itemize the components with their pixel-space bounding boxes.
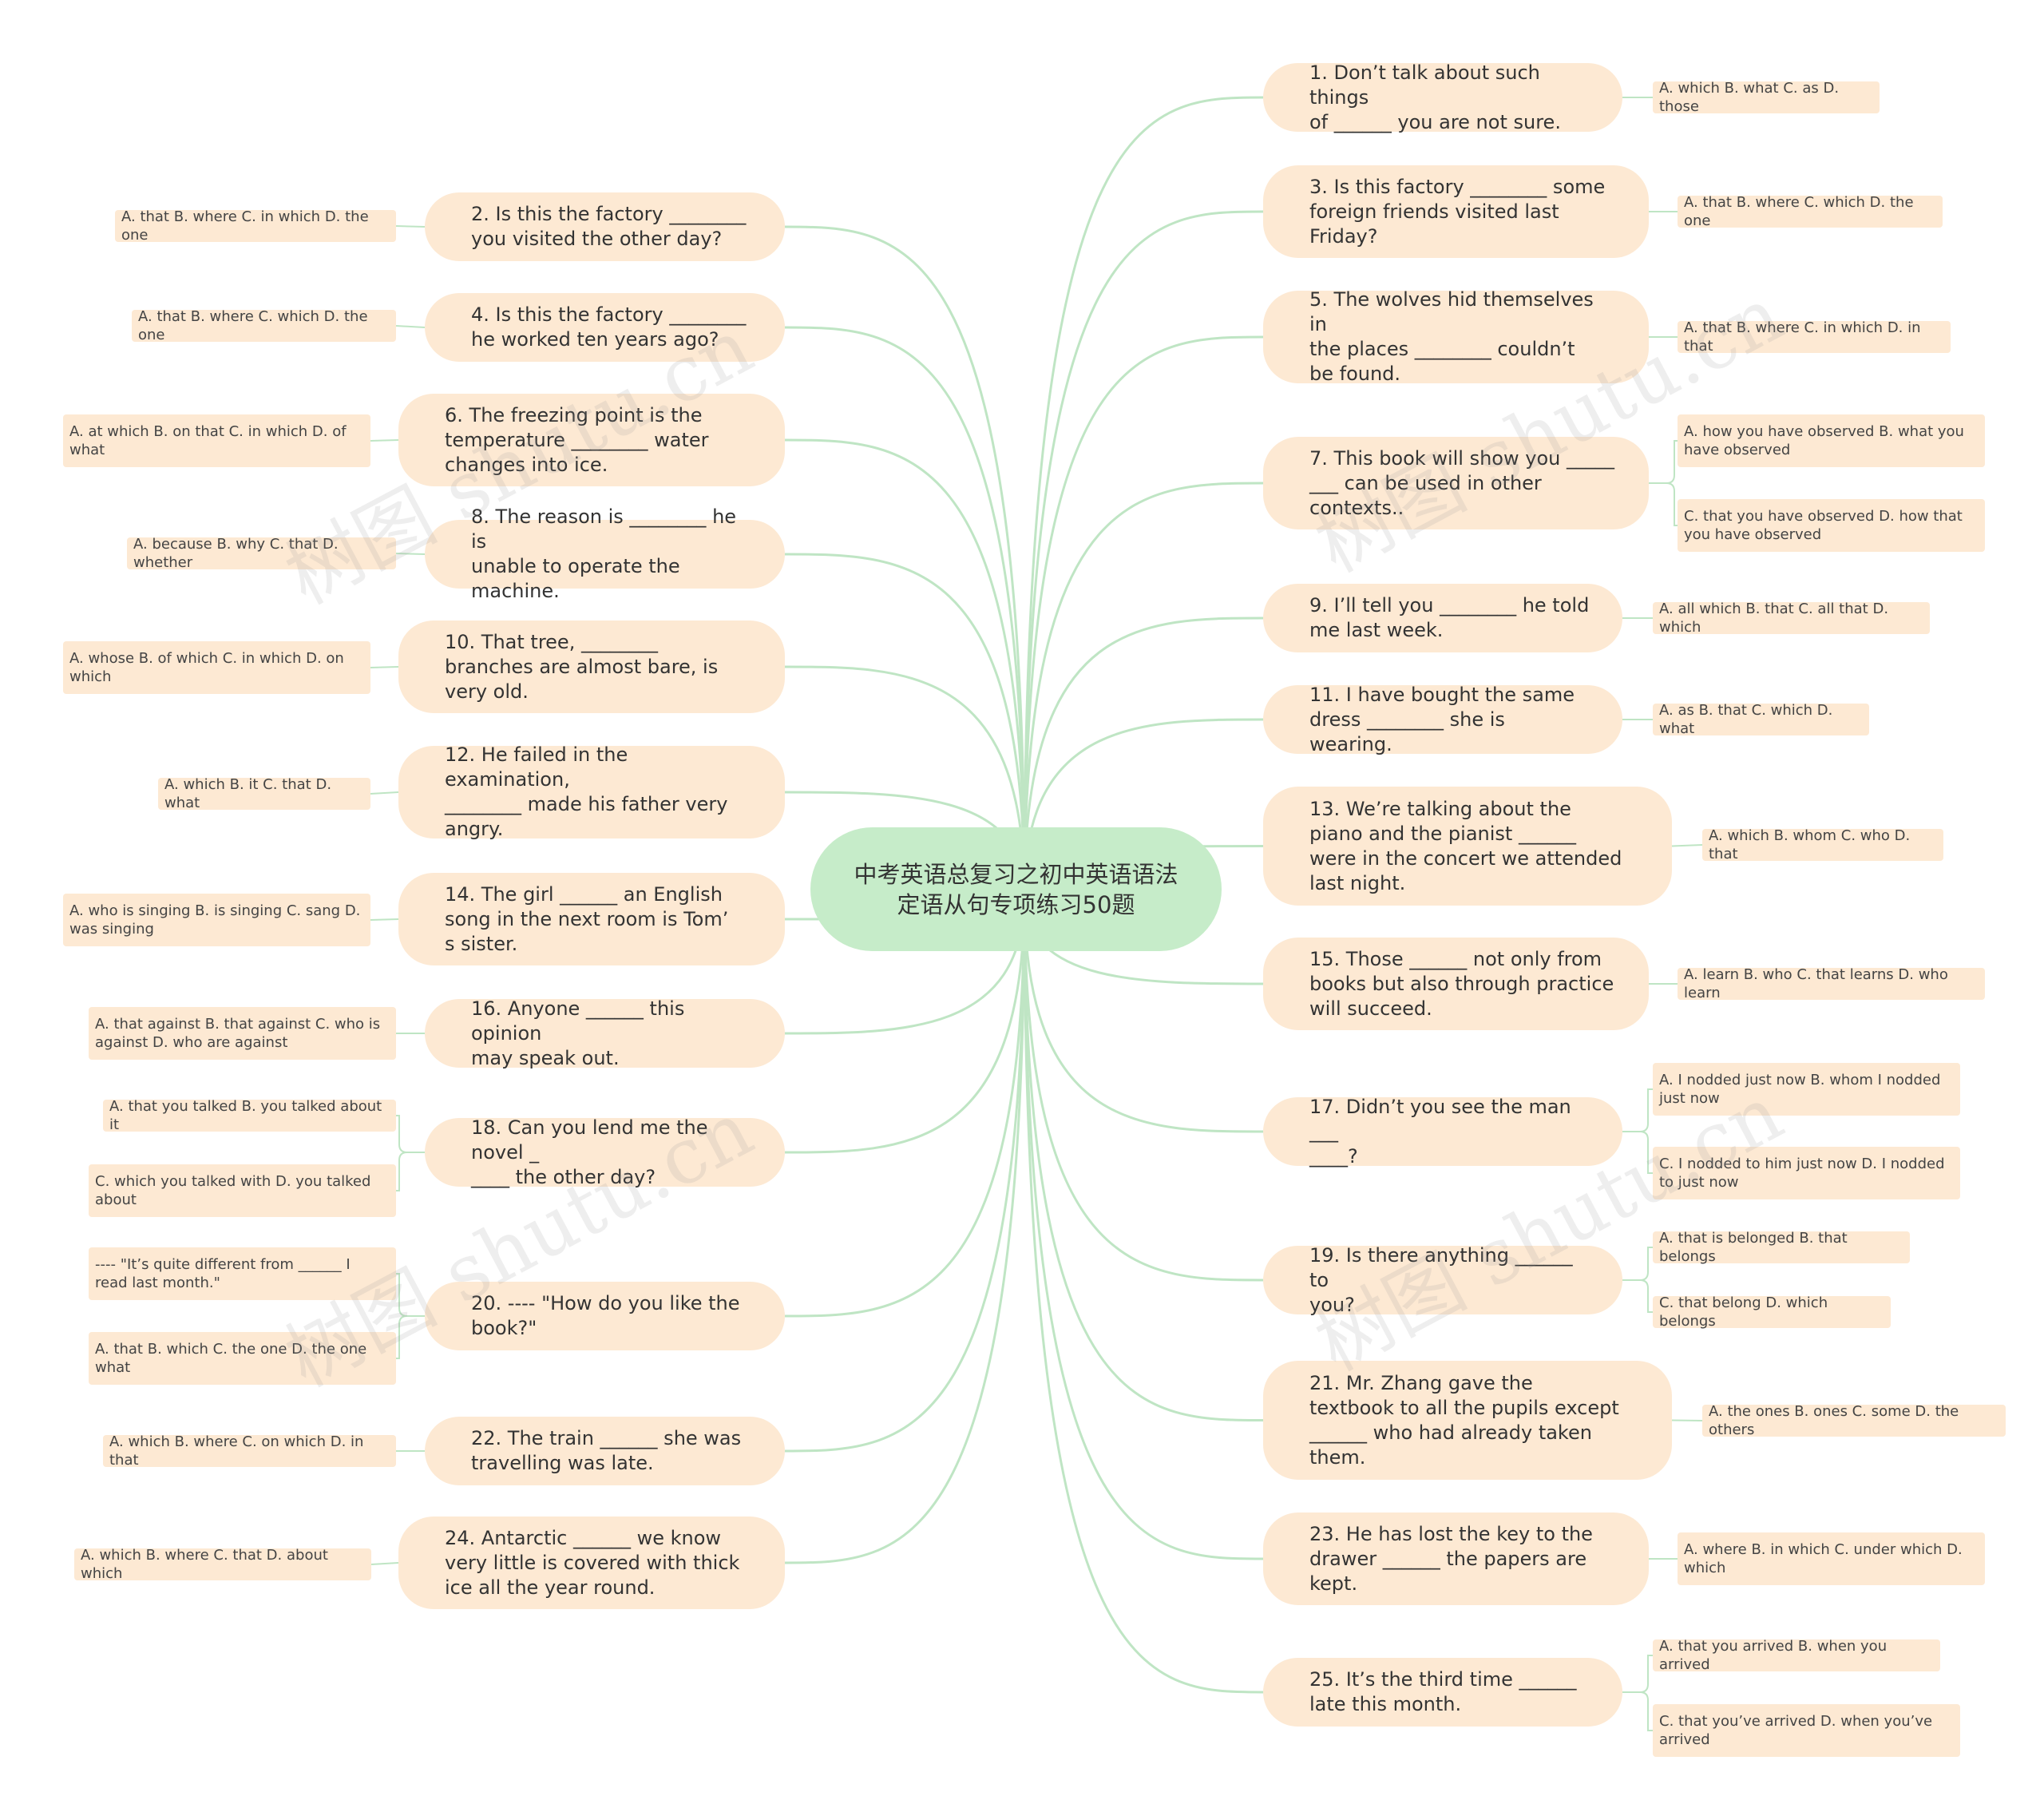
connector-line	[784, 893, 1026, 1318]
question-node[interactable]: 11. I have bought the same dress _______…	[1263, 684, 1622, 755]
connector-line	[1023, 893, 1264, 1282]
connector-line	[1023, 210, 1264, 894]
answer-option[interactable]: A. that B. where C. in which D. the one	[115, 208, 396, 244]
answer-option[interactable]: A. that you arrived B. when you arrived	[1653, 1638, 1940, 1673]
answer-option[interactable]: A. who is singing B. is singing C. sang …	[63, 894, 370, 946]
answer-option[interactable]: A. all which B. that C. all that D. whic…	[1653, 601, 1930, 636]
connector-line	[784, 665, 1026, 894]
connector-line	[784, 225, 1026, 894]
answer-option[interactable]: A. the ones B. ones C. some D. the other…	[1702, 1403, 2006, 1438]
question-node[interactable]: 19. Is there anything ______ to you?	[1263, 1244, 1622, 1316]
connector-line	[1622, 1279, 1653, 1313]
answer-option[interactable]: ---- "It’s quite different from ______ I…	[89, 1247, 396, 1300]
question-node[interactable]: 8. The reason is ________ he is unable t…	[425, 505, 785, 602]
connector-line	[396, 1315, 425, 1359]
answer-option[interactable]: A. that you talked B. you talked about i…	[103, 1098, 396, 1133]
connector-line	[370, 1562, 399, 1565]
connector-line	[1622, 1247, 1653, 1281]
question-node[interactable]: 23. He has lost the key to the drawer __…	[1263, 1513, 1649, 1605]
answer-option[interactable]: A. that B. which C. the one D. the one w…	[89, 1332, 396, 1385]
connector-line	[784, 326, 1026, 894]
answer-option[interactable]: A. which B. what C. as D. those	[1653, 80, 1880, 115]
question-node[interactable]: 10. That tree, ________ branches are alm…	[398, 620, 785, 713]
question-node[interactable]: 17. Didn’t you see the man ___ ____?	[1263, 1096, 1622, 1168]
answer-option[interactable]: A. that B. where C. which D. the one	[1678, 194, 1943, 229]
connector-line	[784, 553, 1026, 894]
connector-line	[370, 439, 399, 442]
question-node[interactable]: 20. ---- "How do you like the book?"	[425, 1282, 785, 1350]
connector-line	[1622, 1691, 1653, 1731]
connector-line	[370, 918, 399, 921]
question-node[interactable]: 7. This book will show you _____ ___ can…	[1263, 437, 1649, 529]
answer-option[interactable]: A. which B. whom C. who D. that	[1702, 827, 1943, 862]
question-node[interactable]: 18. Can you lend me the novel _ ____ the…	[425, 1116, 785, 1188]
connector-line	[370, 791, 399, 795]
connector-line	[784, 893, 1026, 1154]
question-node[interactable]: 14. The girl ______ an English song in t…	[398, 873, 785, 965]
answer-option[interactable]: A. learn B. who C. that learns D. who le…	[1678, 966, 1985, 1001]
answer-option[interactable]: C. that you have observed D. how that yo…	[1678, 499, 1985, 552]
answer-option[interactable]: A. which B. where C. that D. about which	[74, 1547, 371, 1582]
connector-line	[1023, 335, 1264, 894]
answer-option[interactable]: C. that belong D. which belongs	[1653, 1294, 1891, 1330]
question-node[interactable]: 4. Is this the factory ________ he worke…	[425, 293, 785, 362]
question-node[interactable]: 12. He failed in the examination, ______…	[398, 743, 785, 840]
connector-line	[1023, 96, 1264, 894]
question-node[interactable]: 15. Those ______ not only from books but…	[1263, 938, 1649, 1030]
connector-line	[370, 666, 399, 668]
question-node[interactable]: 13. We’re talking about the piano and th…	[1263, 787, 1672, 906]
connector-line	[1023, 893, 1264, 1421]
connector-line	[1649, 482, 1678, 526]
question-node[interactable]: 16. Anyone ______ this opinion may speak…	[425, 997, 785, 1069]
answer-option[interactable]: A. which B. where C. on which D. in that	[103, 1433, 396, 1469]
question-node[interactable]: 6. The freezing point is the temperature…	[398, 394, 785, 486]
question-node[interactable]: 1. Don’t talk about such things of _____…	[1263, 61, 1622, 133]
connector-line	[1649, 440, 1678, 484]
answer-option[interactable]: A. that against B. that against C. who i…	[89, 1007, 396, 1060]
connector-line	[1622, 1131, 1653, 1174]
answer-option[interactable]: A. where B. in which C. under which D. w…	[1678, 1532, 1985, 1585]
question-node[interactable]: 22. The train ______ she was travelling …	[425, 1417, 785, 1485]
connector-line	[784, 438, 1026, 894]
answer-option[interactable]: A. because B. why C. that D. whether	[127, 536, 396, 571]
answer-option[interactable]: A. that B. where C. in which D. in that	[1678, 319, 1951, 355]
answer-option[interactable]: A. that B. where C. which D. the one	[132, 308, 396, 343]
answer-option[interactable]: A. how you have observed B. what you hav…	[1678, 414, 1985, 467]
question-node[interactable]: 2. Is this the factory ________ you visi…	[425, 192, 785, 261]
connector-line	[1671, 844, 1703, 847]
connector-line	[395, 325, 426, 328]
question-node[interactable]: 3. Is this factory ________ some foreign…	[1263, 165, 1649, 258]
connector-line	[784, 893, 1026, 1564]
central-topic[interactable]: 中考英语总复习之初中英语语法定语从句专项练习50题	[810, 827, 1222, 951]
connector-line	[396, 1152, 425, 1191]
connector-line	[395, 553, 426, 555]
question-node[interactable]: 21. Mr. Zhang gave the textbook to all t…	[1263, 1361, 1672, 1480]
connector-line	[395, 225, 426, 228]
connector-line	[784, 893, 1026, 1453]
question-node[interactable]: 9. I’ll tell you ________ he told me las…	[1263, 584, 1622, 652]
connector-line	[1023, 482, 1264, 894]
answer-option[interactable]: A. I nodded just now B. whom I nodded ju…	[1653, 1063, 1960, 1116]
answer-option[interactable]: C. that you’ve arrived D. when you’ve ar…	[1653, 1704, 1960, 1757]
answer-option[interactable]: A. at which B. on that C. in which D. of…	[63, 414, 370, 467]
question-node[interactable]: 5. The wolves hid themselves in the plac…	[1263, 288, 1649, 385]
answer-option[interactable]: A. whose B. of which C. in which D. on w…	[63, 641, 370, 694]
answer-option[interactable]: A. which B. it C. that D. what	[158, 776, 370, 811]
connector-line	[1622, 1655, 1653, 1693]
connector-line	[1622, 1088, 1653, 1132]
connector-line	[1023, 893, 1264, 1694]
connector-line	[1023, 893, 1264, 1133]
connector-line	[1023, 617, 1264, 894]
answer-option[interactable]: C. I nodded to him just now D. I nodded …	[1653, 1147, 1960, 1199]
answer-option[interactable]: A. that is belonged B. that belongs	[1653, 1230, 1910, 1265]
question-node[interactable]: 25. It’s the third time ______ late this…	[1263, 1658, 1622, 1727]
answer-option[interactable]: C. which you talked with D. you talked a…	[89, 1164, 396, 1217]
connector-line	[396, 1273, 425, 1317]
connector-line	[1023, 893, 1264, 1560]
question-node[interactable]: 24. Antarctic ______ we know very little…	[398, 1516, 785, 1609]
answer-option[interactable]: A. as B. that C. which D. what	[1653, 702, 1869, 737]
connector-line	[396, 1115, 425, 1153]
